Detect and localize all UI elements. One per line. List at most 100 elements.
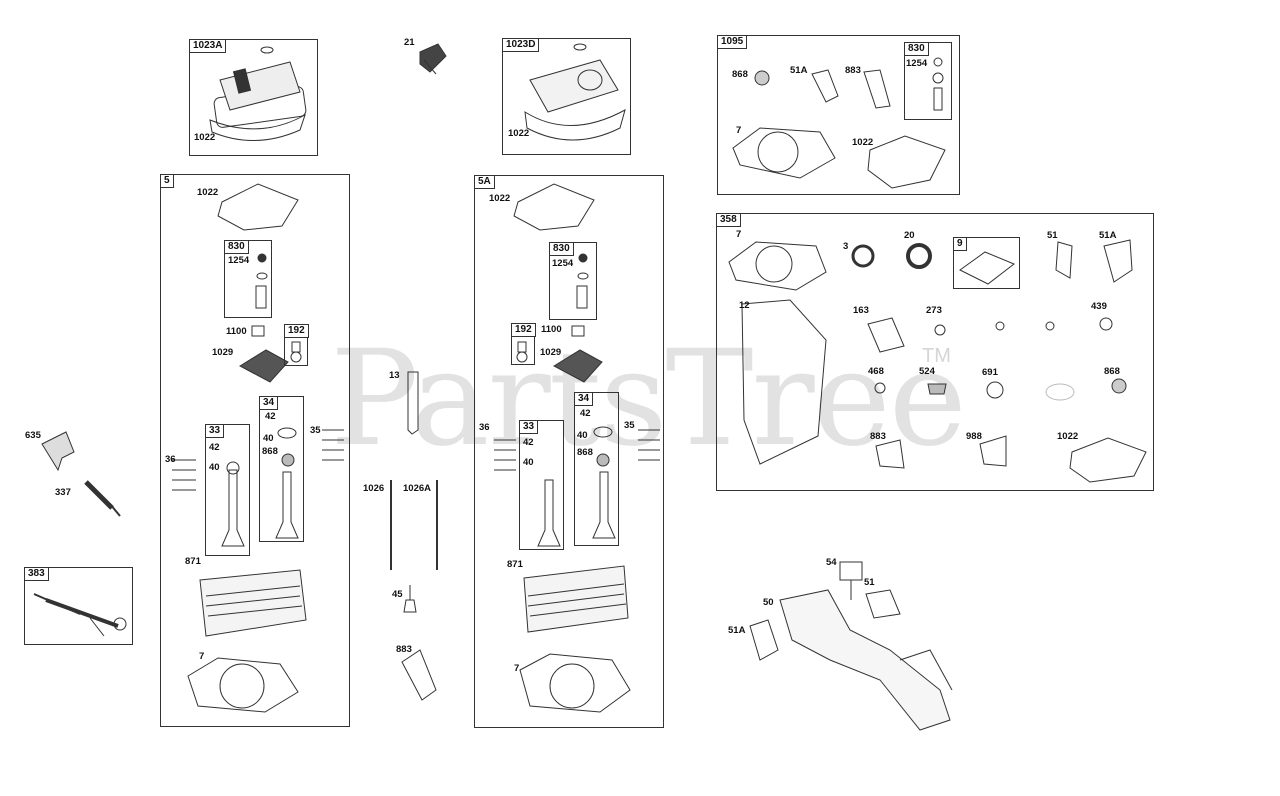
intake-manifold-50 (750, 562, 952, 730)
kit-box-192-5A: 192 (511, 323, 536, 365)
part-label[interactable]: 40 (263, 433, 274, 444)
part-label[interactable]: 1029 (540, 347, 562, 358)
part-label[interactable]: 35 (310, 425, 321, 436)
part-label[interactable]: 163 (853, 305, 869, 316)
part-label[interactable]: 468 (868, 366, 884, 377)
part-label[interactable]: 21 (404, 37, 415, 48)
part-label[interactable]: 1022 (1057, 431, 1079, 442)
kit-box-1095: 1095 (717, 35, 960, 195)
gasket-set-1095 (733, 58, 945, 188)
part-label[interactable]: 42 (580, 408, 591, 419)
part-label[interactable]: 36 (479, 422, 490, 433)
part-label[interactable]: 691 (982, 367, 998, 378)
kit-box-192-5: 192 (284, 324, 309, 366)
part-label[interactable]: 635 (25, 430, 41, 441)
part-label[interactable]: 1254 (906, 58, 928, 69)
kit-box-5: 5 (160, 174, 350, 727)
part-label[interactable]: 337 (55, 487, 71, 498)
part-label[interactable]: 54 (826, 557, 837, 568)
part-label[interactable]: 1022 (197, 187, 219, 198)
part-label[interactable]: 1029 (212, 347, 234, 358)
kit-box-id: 1023A (189, 39, 227, 53)
valve-cover-1023A (210, 47, 307, 141)
part-label[interactable]: 45 (392, 589, 403, 600)
kit-box-358: 358 (716, 213, 1154, 491)
part-label[interactable]: 42 (265, 411, 276, 422)
kit-box-id: 34 (574, 392, 594, 406)
part-label[interactable]: 40 (209, 462, 220, 473)
part-label[interactable]: 1022 (489, 193, 511, 204)
kit-box-id: 1023D (502, 38, 540, 52)
kit-box-id: 830 (904, 42, 929, 56)
spark-plug-wrench-383 (34, 594, 126, 636)
kit-box-5A: 5A (474, 175, 664, 728)
middle-loose-parts (391, 372, 437, 700)
part-label[interactable]: 524 (919, 366, 935, 377)
part-label[interactable]: 868 (262, 446, 278, 457)
part-label[interactable]: 868 (1104, 366, 1120, 377)
kit-box-id: 33 (205, 424, 225, 438)
part-label[interactable]: 883 (870, 431, 886, 442)
valve-cover-1023D (525, 44, 625, 140)
kit-box-383: 383 (24, 567, 133, 645)
kit-box-id: 830 (224, 240, 249, 254)
kit-box-1023A: 1023A (189, 39, 318, 156)
part-label[interactable]: 7 (736, 125, 742, 136)
part-label[interactable]: 51 (1047, 230, 1058, 241)
part-label[interactable]: 1026A (403, 483, 431, 494)
part-label[interactable]: 35 (624, 420, 635, 431)
cylinder-head-kit-5 (172, 184, 344, 712)
part-label[interactable]: 1100 (541, 324, 562, 335)
kit-box-id: 5A (474, 175, 495, 189)
part-label[interactable]: 273 (926, 305, 942, 316)
breather-21 (420, 44, 446, 74)
kit-box-id: 1095 (717, 35, 748, 49)
part-label[interactable]: 1254 (552, 258, 574, 269)
part-label[interactable]: 36 (165, 454, 176, 465)
part-label[interactable]: 42 (209, 442, 220, 453)
gasket-set-358 (729, 240, 1146, 482)
part-label[interactable]: 1254 (228, 255, 250, 266)
part-label[interactable]: 3 (843, 241, 849, 252)
part-label[interactable]: 1022 (852, 137, 874, 148)
part-label[interactable]: 1026 (363, 483, 385, 494)
kit-box-34-5: 34 (259, 396, 304, 542)
kit-box-id: 5 (160, 174, 174, 188)
part-label[interactable]: 20 (904, 230, 915, 241)
part-label[interactable]: 439 (1091, 301, 1107, 312)
kit-box-id: 192 (284, 324, 309, 338)
part-label[interactable]: 868 (732, 69, 748, 80)
part-label[interactable]: 40 (577, 430, 588, 441)
part-label[interactable]: 42 (523, 437, 534, 448)
cylinder-head-kit-5A (494, 184, 660, 712)
part-label[interactable]: 51A (1099, 230, 1117, 241)
part-label[interactable]: 7 (514, 663, 520, 674)
part-label[interactable]: 13 (389, 370, 400, 381)
part-label[interactable]: 51A (790, 65, 808, 76)
part-label[interactable]: 7 (199, 651, 205, 662)
part-label[interactable]: 871 (507, 559, 523, 570)
part-label[interactable]: 868 (577, 447, 593, 458)
part-label[interactable]: 1100 (226, 326, 247, 337)
part-label[interactable]: 883 (396, 644, 412, 655)
part-label[interactable]: 7 (736, 229, 742, 240)
kit-box-id: 34 (259, 396, 279, 410)
part-label[interactable]: 50 (763, 597, 774, 608)
part-label[interactable]: 51 (864, 577, 875, 588)
kit-box-830-1095: 830 (904, 42, 952, 120)
part-label[interactable]: 1022 (508, 128, 530, 139)
kit-box-830-5: 830 (224, 240, 272, 318)
kit-box-1023D: 1023D (502, 38, 631, 155)
part-label[interactable]: 1022 (194, 132, 216, 143)
part-label[interactable]: 51A (728, 625, 746, 636)
kit-box-id: 33 (519, 420, 539, 434)
part-label[interactable]: 12 (739, 300, 750, 311)
part-label[interactable]: 883 (845, 65, 861, 76)
part-label[interactable]: 40 (523, 457, 534, 468)
kit-box-id: 383 (24, 567, 49, 581)
part-label[interactable]: 871 (185, 556, 201, 567)
kit-box-id: 192 (511, 323, 536, 337)
part-label[interactable]: 988 (966, 431, 982, 442)
